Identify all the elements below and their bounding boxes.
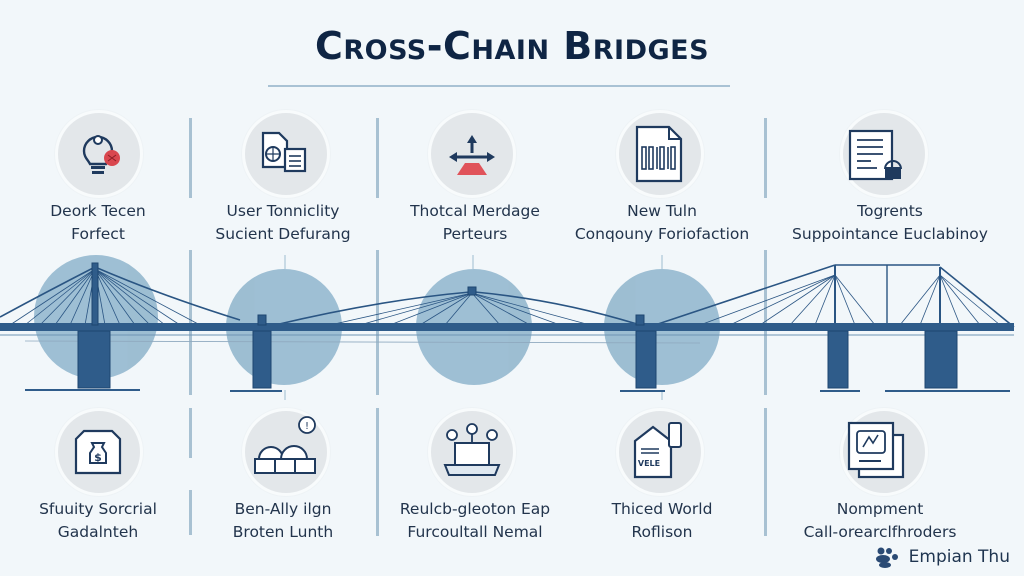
lightbulb-bug-icon [82,135,120,174]
feature-label-line: Deork Tecen [50,202,146,220]
column-divider [189,490,192,535]
money-bag-house-icon: $ [74,429,122,475]
feature-bubble-bottom-4: VELE [616,408,704,496]
column-divider [189,118,192,198]
server-gauges-icon [443,423,501,476]
column-divider [376,250,379,395]
feature-label-line: Furcoultall Nemal [407,523,543,541]
feature-label-bottom-1: Sfuuity Sorcrial Gadalnteh [0,498,208,544]
feature-label-line: Nompment [836,500,924,518]
feature-bubble-top-4 [616,110,704,198]
document-lock-icon [848,129,902,181]
svg-text:!: ! [305,421,309,432]
column-divider [764,118,767,198]
brand-name: Empian Thu [908,547,1010,567]
feature-label-bottom-2: Ben-Ally ilgn Broten Lunth [173,498,393,544]
column-divider [189,408,192,458]
svg-text:$: $ [94,451,102,464]
photo-stack-icon [847,421,905,479]
title-underline [268,85,730,87]
feature-label-line: Sucient Defurang [215,225,351,243]
people-cluster-icon [875,547,898,568]
feature-bubble-bottom-2: ! [242,408,330,496]
column-divider [376,408,379,536]
brand-logo: Empian Thu [873,546,1010,568]
feature-label-line: Perteurs [442,225,508,243]
feature-label-top-2: User Tonniclity Sucient Defurang [173,200,393,246]
feature-label-bottom-5: Nompment Call-orearclfhroders [770,498,990,544]
page-title: Cross-Chain Bridges [314,24,710,68]
column-divider [376,118,379,198]
storage-alert-icon: ! [254,416,316,474]
feature-label-line: Ben-Ally ilgn [234,500,332,518]
feature-label-top-4: New Tuln Conqouny Foriofaction [552,200,772,246]
feature-label-bottom-3: Reulcb-gleoton Eap Furcoultall Nemal [365,498,585,544]
feature-label-line: Conqouny Foriofaction [574,225,750,243]
svg-text:VELE: VELE [638,459,660,468]
feature-label-line: User Tonniclity [226,202,340,220]
feature-bubble-bottom-3 [428,408,516,496]
feature-bubble-top-1 [55,110,143,198]
feature-label-line: Forfect [71,225,125,243]
house-document-icon: VELE [633,422,682,479]
feature-bubble-top-2 [242,110,330,198]
feature-bubble-top-5 [840,110,928,198]
feature-label-line: Broten Lunth [232,523,334,541]
feature-bubble-bottom-5 [840,408,928,496]
column-divider [764,250,767,395]
feature-label-line: Togrents [857,202,923,220]
column-divider [764,408,767,536]
arrows-directions-icon [449,135,495,175]
feature-bubble-bottom-1: $ [55,408,143,496]
feature-label-line: New Tuln [627,202,697,220]
feature-label-top-1: Deork Tecen Forfect [0,200,208,246]
bridge-deck [0,323,1014,331]
feature-bubble-top-3 [428,110,516,198]
column-divider [189,250,192,395]
feature-label-line: Sfuuity Sorcrial [39,500,157,518]
bridge-illustration [0,255,1015,400]
feature-label-line: Thotcal Merdage [410,202,540,220]
feature-label-line: Call-orearclfhroders [803,523,957,541]
feature-label-line: Thiced World [611,500,713,518]
document-network-icon [261,131,307,173]
feature-label-line: Gadalnteh [57,523,139,541]
feature-label-line: Suppointance Euclabinoy [792,225,988,243]
feature-label-line: Reulcb-gleoton Eap [399,500,551,518]
feature-label-line: Roflison [631,523,693,541]
feature-label-top-3: Thotcal Merdage Perteurs [365,200,585,246]
feature-label-bottom-4: Thiced World Roflison [552,498,772,544]
binary-file-icon [635,125,683,183]
cable-stays [0,264,1015,328]
feature-label-top-5: Togrents Suppointance Euclabinoy [780,200,1000,246]
